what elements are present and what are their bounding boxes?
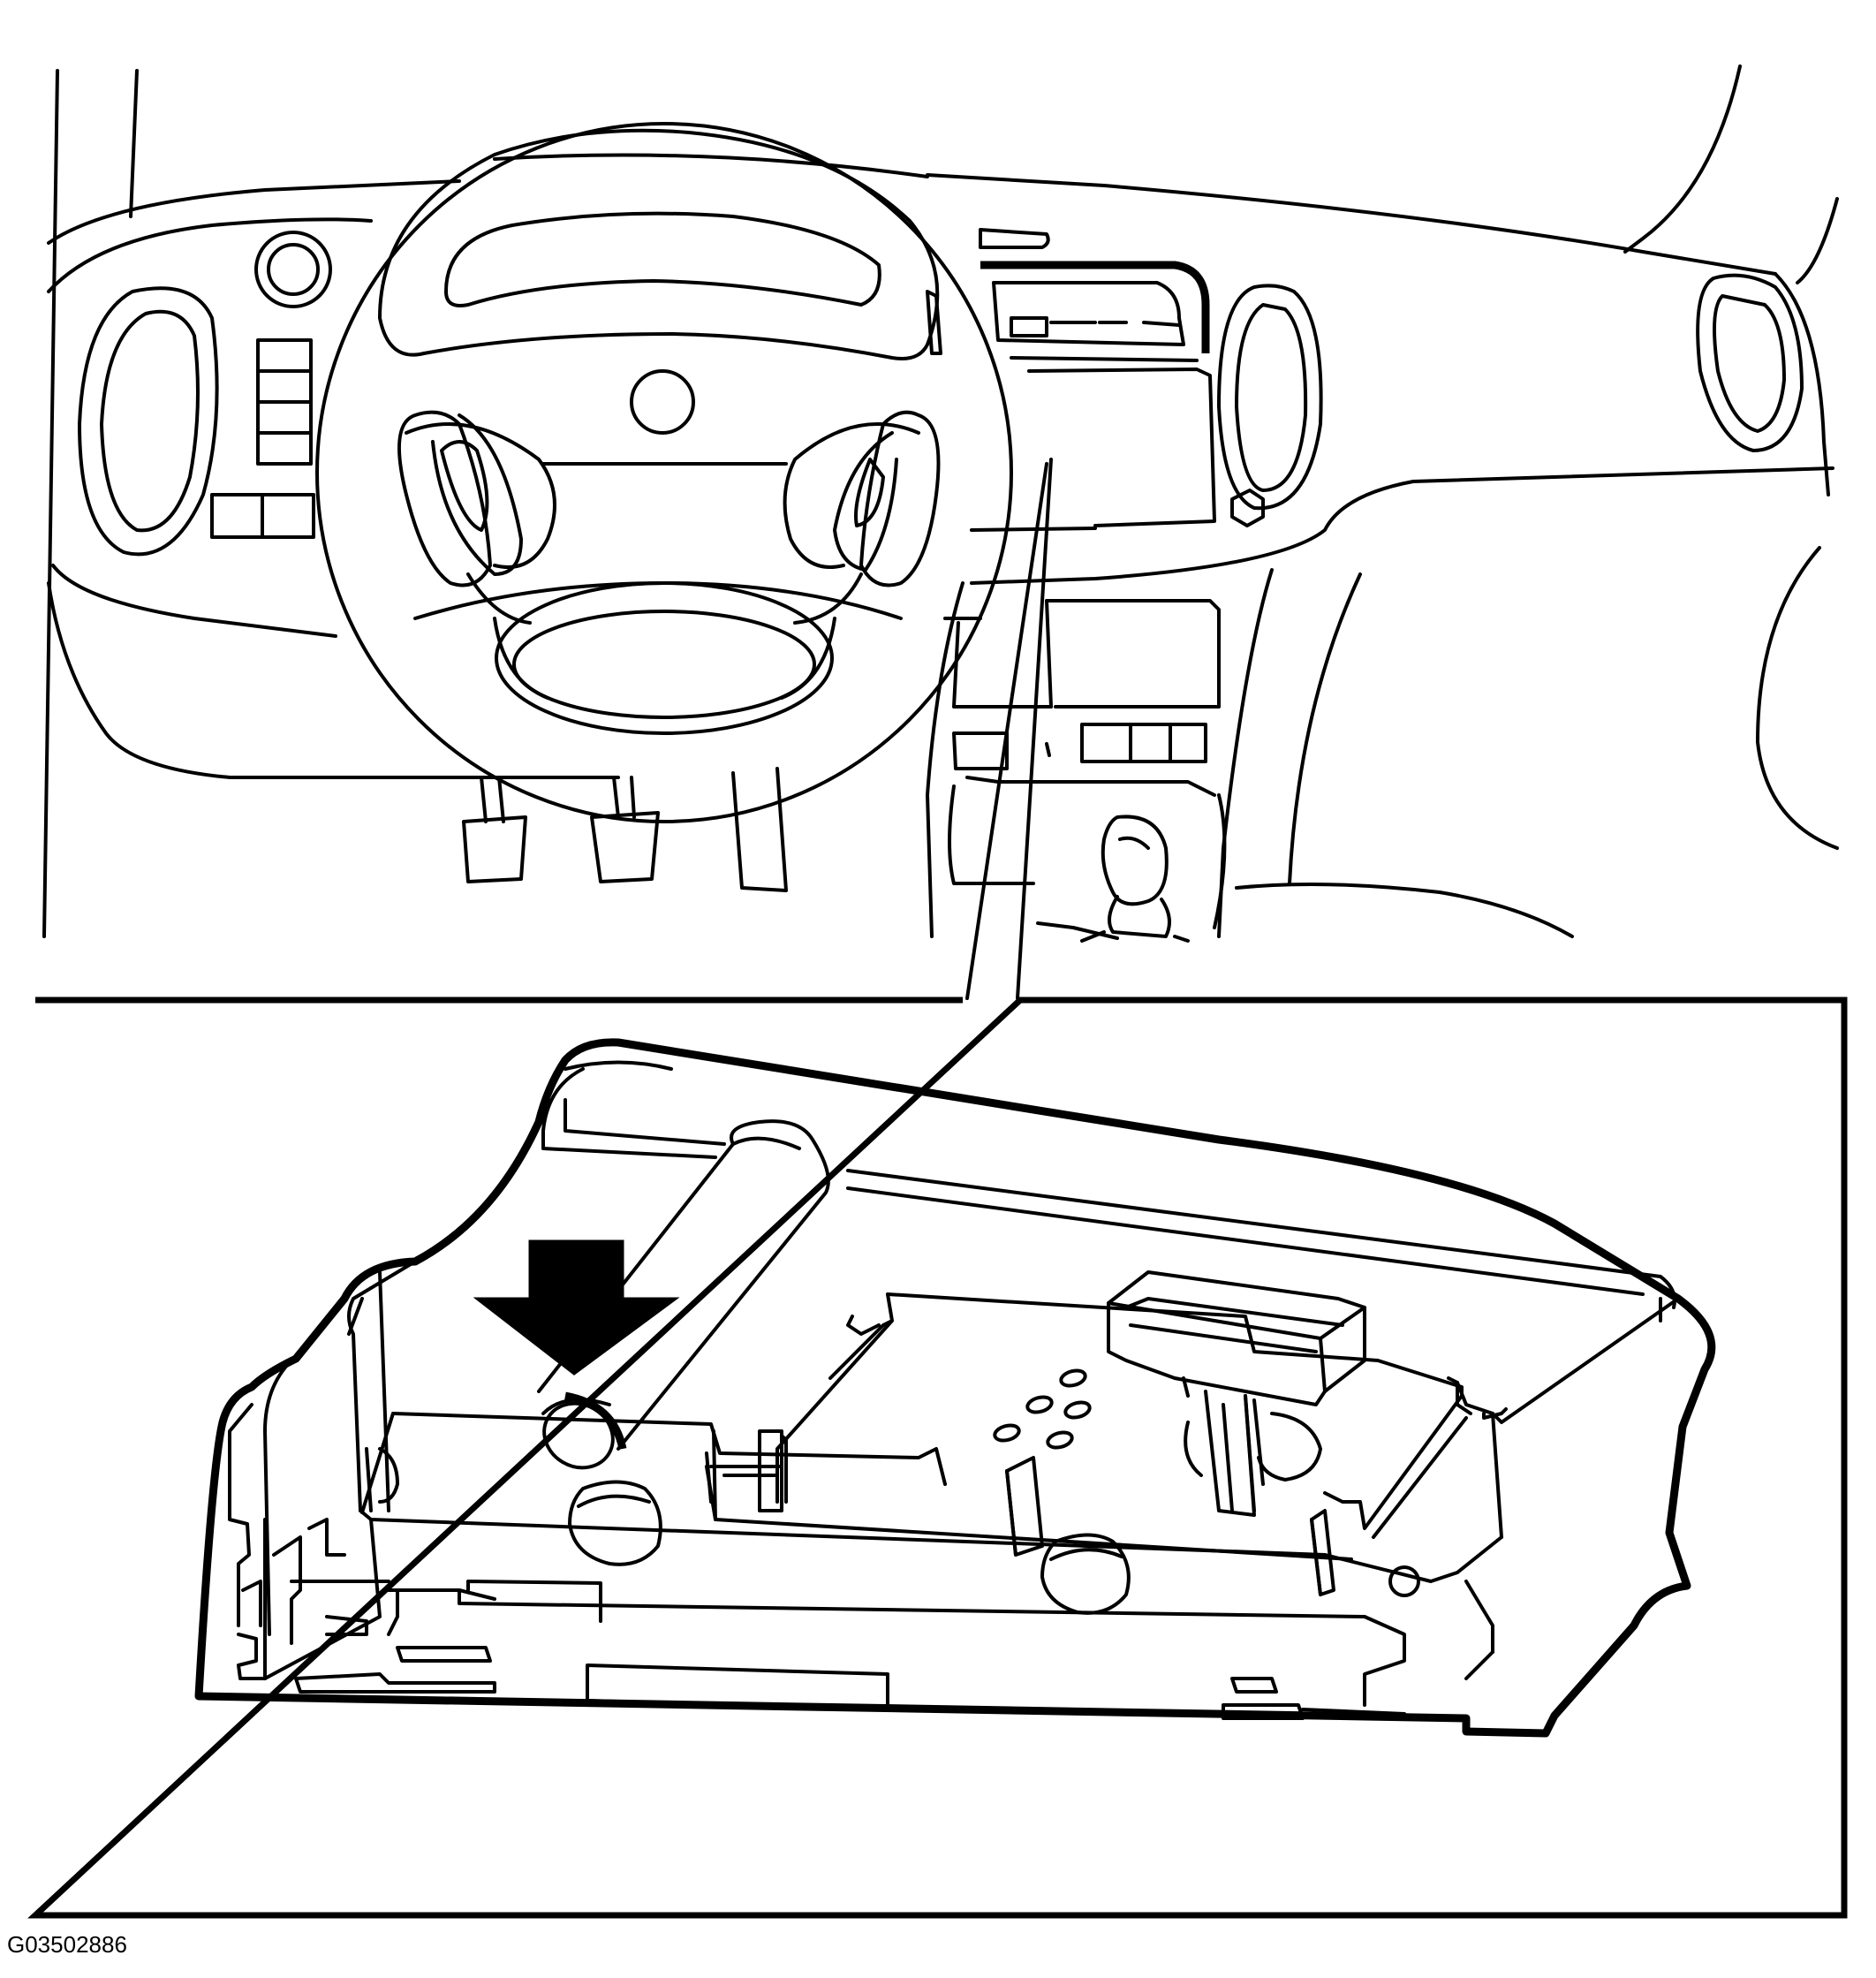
figure-id-label: G03502886	[7, 1931, 127, 1958]
detail-view	[194, 1038, 1716, 1738]
leader-lines	[965, 458, 1053, 1000]
detail-frame	[27, 997, 1848, 1919]
arrow-down-icon	[473, 1239, 680, 1376]
dashboard-overview	[42, 64, 1839, 943]
